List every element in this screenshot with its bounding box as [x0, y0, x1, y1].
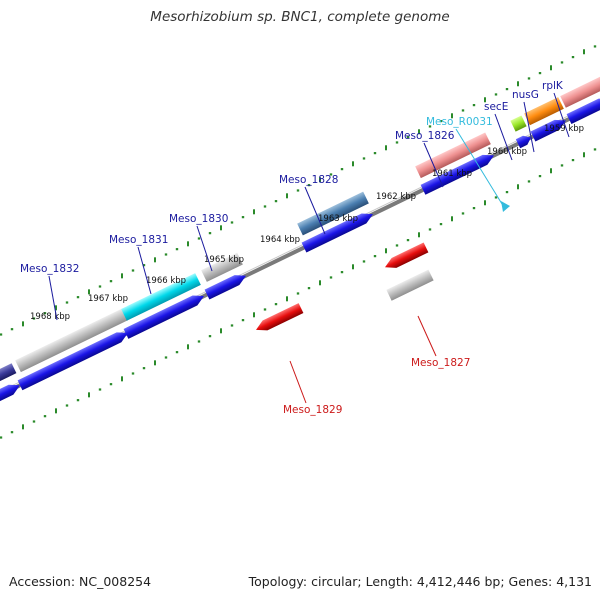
- kbp-tick-label: 1965 kbp: [204, 255, 244, 265]
- gene-label-meso_1832: Meso_1832: [20, 263, 79, 275]
- cds-reverse-meso-1829: [255, 303, 304, 331]
- cds-forward-meso-1826: [420, 154, 495, 195]
- cds-forward-meso-1831-shape: [123, 295, 205, 339]
- kbp-tick-label: 1960 kbp: [487, 147, 527, 157]
- cds-forward-edge-shape: [0, 384, 20, 405]
- feature-block-meso-1831: [121, 273, 201, 321]
- feature-block-rplK-shape: [560, 72, 600, 108]
- feature-block-meso-1830-shape: [201, 252, 243, 282]
- gene-label-nusG: nusG: [512, 89, 539, 101]
- cds-forward-edge: [0, 384, 20, 405]
- leader-line-secE: [494, 113, 513, 161]
- cds-forward-rplK: [566, 98, 600, 124]
- leader-line-meso_1831: [137, 246, 152, 295]
- cds-forward-meso-1828: [301, 213, 373, 253]
- feature-block-meso-1828: [297, 191, 369, 236]
- cds-forward-meso-1828-shape: [301, 213, 373, 253]
- cds-forward-meso-1826-shape: [420, 154, 495, 195]
- feature-block-nusG-shape: [524, 97, 564, 126]
- kbp-tick-label: 1968 kbp: [30, 312, 70, 322]
- map-title: Mesorhizobium sp. BNC1, complete genome: [150, 9, 450, 25]
- feature-block-nusG: [524, 97, 564, 126]
- leader-line-nusG: [523, 101, 535, 153]
- feature-block-secE: [510, 115, 527, 132]
- leader-line-meso_1826: [423, 142, 444, 188]
- gene-label-meso_1831: Meso_1831: [109, 234, 168, 246]
- inner-tick-track: [0, 148, 597, 439]
- kbp-tick-label: 1966 kbp: [146, 276, 186, 286]
- cds-forward-meso-1832: [17, 332, 128, 391]
- gene-label-meso_1830: Meso_1830: [169, 213, 228, 225]
- gene-label-meso_1828: Meso_1828: [279, 174, 338, 186]
- leader-line-meso_1827: [417, 315, 437, 357]
- cds-forward-secE: [515, 135, 532, 149]
- cds-forward-meso-1831: [123, 295, 205, 339]
- feature-block-rplK: [560, 72, 600, 108]
- cds-reverse-meso-1829-shape: [255, 303, 304, 331]
- feature-block-edge-shape: [0, 363, 17, 385]
- feature-block-meso-1828-shape: [297, 191, 369, 236]
- feature-block-meso-1827: [386, 269, 434, 301]
- kbp-tick-label: 1959 kbp: [544, 124, 584, 134]
- cds-forward-meso-1830: [204, 275, 247, 300]
- kbp-tick-label: 1963 kbp: [318, 214, 358, 224]
- feature-block-meso-1827-shape: [386, 269, 434, 301]
- tick-track: [0, 45, 597, 439]
- leader-line-meso_1832: [48, 275, 58, 321]
- leader-line-rplK: [553, 92, 570, 138]
- cds-forward-nusG: [530, 119, 566, 142]
- kbp-tick-label: 1962 kbp: [376, 192, 416, 202]
- cds-forward-secE-shape: [515, 135, 532, 149]
- leader-line-meso_1830: [196, 225, 213, 272]
- leader-line-meso_r0031: [455, 128, 503, 205]
- cds-forward-meso-1830-shape: [204, 275, 247, 300]
- kbp-tick-label: 1961 kbp: [432, 169, 472, 179]
- trna-marker: [501, 201, 510, 212]
- feature-block-edge: [0, 363, 17, 385]
- cds-reverse-meso-1827: [385, 242, 429, 268]
- genome-summary-text: Topology: circular; Length: 4,412,446 bp…: [248, 574, 592, 589]
- feature-block-meso-1832-shape: [15, 308, 128, 373]
- feature-block-meso-1831-shape: [121, 273, 201, 321]
- kbp-tick-label: 1967 kbp: [88, 294, 128, 304]
- feature-block-secE-shape: [510, 115, 527, 132]
- cds-forward-rplK-shape: [566, 98, 600, 124]
- outer-tick-track: [0, 45, 597, 336]
- kbp-tick-label: 1964 kbp: [260, 235, 300, 245]
- gene-label-meso_r0031: Meso_R0031: [426, 116, 493, 128]
- feature-block-meso-1830: [201, 252, 243, 282]
- label-track: 1959 kbp 1960 kbp 1961 kbp 1962 kbp 1963 kbp…: [20, 80, 584, 416]
- feature-track: [0, 72, 600, 405]
- leader-line-meso_1829: [289, 360, 307, 404]
- gene-label-secE: secE: [484, 101, 508, 113]
- gene-label-meso_1827: Meso_1827: [411, 357, 470, 369]
- cds-forward-meso-1832-shape: [17, 332, 128, 391]
- cds-forward-nusG-shape: [530, 119, 566, 142]
- leader-line-meso_1828: [304, 186, 326, 235]
- gene-label-rplK: rplK: [542, 80, 564, 92]
- cds-reverse-meso-1827-shape: [385, 242, 429, 268]
- gene-label-meso_1826: Meso_1826: [395, 130, 455, 142]
- feature-block-meso-1832: [15, 308, 128, 373]
- gene-label-meso_1829: Meso_1829: [283, 404, 342, 416]
- accession-text: Accession: NC_008254: [9, 574, 152, 589]
